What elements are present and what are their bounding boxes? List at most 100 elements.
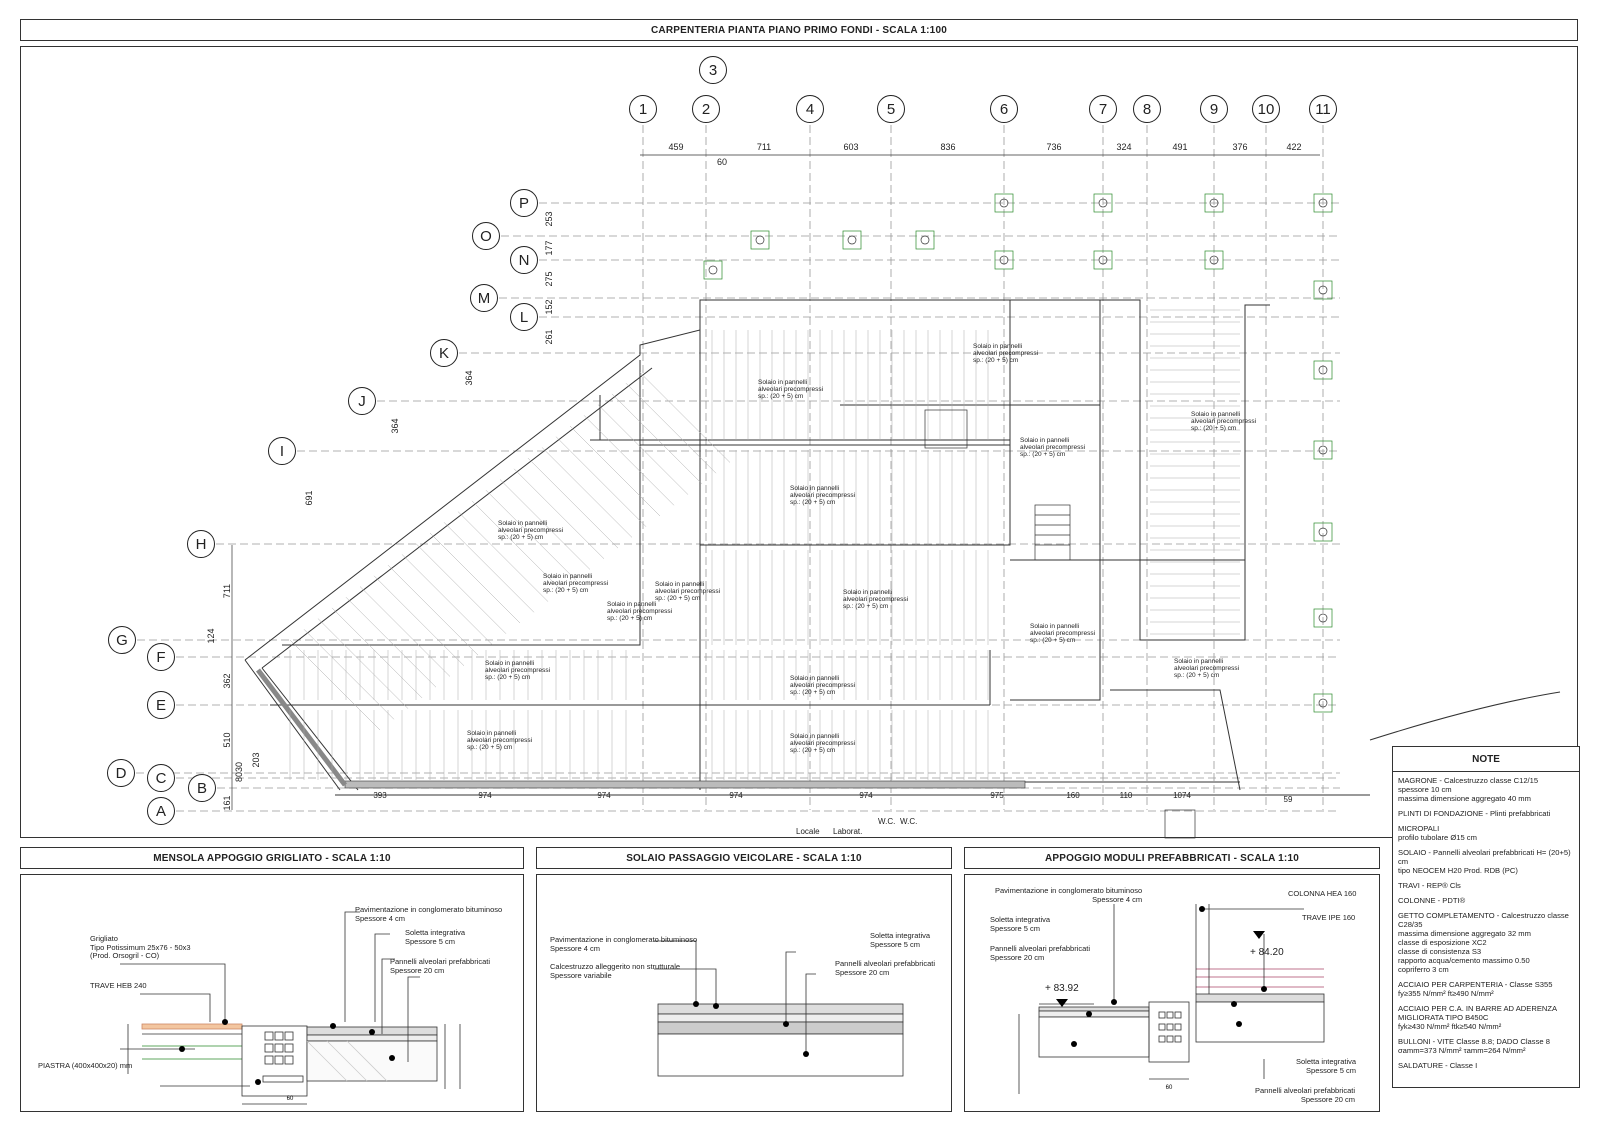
dim-left-5: 364 — [464, 370, 474, 385]
detail-frame-mensola — [20, 874, 524, 1112]
plinth-8 — [1093, 250, 1113, 270]
detail3-pavimentazione-label: Pavimentazione in conglomerato bituminos… — [995, 886, 1143, 904]
grid-row-label-E: E — [147, 691, 175, 719]
plinth-1 — [1093, 193, 1113, 213]
detail1-trave-label: TRAVE HEB 240 — [90, 981, 147, 990]
grid-row-label-B: B — [188, 774, 216, 802]
diagonal-beam-hatch — [256, 668, 347, 787]
plinth-10 — [703, 260, 723, 280]
note-title: NOTE — [1393, 747, 1579, 772]
dim-bottom-4: 974 — [859, 791, 873, 800]
plinth-14 — [1313, 522, 1333, 542]
dim-top-2: 711 — [757, 142, 771, 152]
dim-left-8: 711 — [222, 584, 232, 598]
room-label-locale: Locale — [796, 827, 820, 836]
dim-left-13: 80 — [234, 772, 244, 782]
grid-row-label-K: K — [430, 339, 458, 367]
grid-row-label-H: H — [187, 530, 215, 558]
dim-left-4: 261 — [544, 329, 554, 344]
dim-left-14: 203 — [251, 752, 261, 767]
structure-outline — [244, 299, 1561, 796]
grid-row-label-F: F — [147, 643, 175, 671]
dim-bottom-9: 110 — [1120, 791, 1133, 800]
dim-top-3: 603 — [843, 142, 858, 152]
grid-col-label-5: 5 — [877, 95, 905, 123]
note-item-9: BULLONI - VITE Classe 8.8; DADO Classe 8… — [1398, 1037, 1550, 1055]
room-label-laborat: Laborat. — [833, 827, 863, 836]
dim-left-0: 253 — [544, 211, 554, 226]
grid-row-label-D: D — [107, 759, 135, 787]
grid-row-label-P: P — [510, 189, 538, 217]
dim-left-10: 362 — [222, 673, 232, 688]
grid-col-label-8: 8 — [1133, 95, 1161, 123]
grid-row-label-G: G — [108, 626, 136, 654]
grid-row-label-L: L — [510, 303, 538, 331]
detail2-soletta-label: Soletta integrativa Spessore 5 cm — [870, 931, 931, 949]
dim-left-2: 275 — [544, 271, 554, 286]
detail1-grigliato-label: Grigliato Tipo Potissimum 25x76 - 50x3 (… — [90, 934, 191, 960]
grid-row-label-O: O — [472, 222, 500, 250]
grid-col-label-3: 3 — [699, 56, 727, 84]
note-item-8: ACCIAIO PER C.A. IN BARRE AD ADERENZA MI… — [1398, 1004, 1557, 1031]
dim-left-12: 30 — [234, 762, 244, 772]
detail3-pannelli2-label: Pannelli alveolari prefabbricati Spessor… — [1255, 1086, 1356, 1104]
note-item-5: COLONNE - PDTI® — [1398, 896, 1466, 905]
note-item-1: PLINTI DI FONDAZIONE - Plinti prefabbric… — [1398, 809, 1551, 818]
dim-bottom-7: 1074 — [1173, 791, 1191, 800]
grid-col-label-2: 2 — [692, 95, 720, 123]
detail3-soletta-label: Soletta integrativa Spessore 5 cm — [990, 915, 1051, 933]
detail1-soletta-label: Soletta integrativa Spessore 5 cm — [405, 928, 466, 946]
detail2-pannelli-label: Pannelli alveolari prefabbricati Spessor… — [835, 959, 936, 977]
detail-solaio-drawing — [654, 940, 904, 1077]
plinth-7 — [994, 250, 1014, 270]
grid-col-label-4: 4 — [796, 95, 824, 123]
dim-bottom-6: 160 — [1066, 791, 1080, 800]
note-body: MAGRONE - Calcestruzzo classe C12/15 spe… — [1393, 772, 1579, 1080]
detail2-pavimentazione-label: Pavimentazione in conglomerato bituminos… — [550, 935, 698, 953]
dim-left-15: 161 — [222, 795, 232, 810]
room-label-wc-1: W.C. — [878, 817, 896, 826]
dim-left-9: 124 — [206, 628, 216, 643]
grid-row-label-C: C — [147, 764, 175, 792]
plinth-4 — [842, 230, 862, 250]
detail1-dim-label: 60 — [287, 1096, 294, 1102]
grid-row-label-J: J — [348, 387, 376, 415]
detail-frame-appoggio — [964, 874, 1380, 1112]
detail3-pannelli-label: Pannelli alveolari prefabbricati Spessor… — [990, 944, 1091, 962]
grid-lines — [136, 125, 1340, 812]
dim-bottom-5: 975 — [990, 791, 1004, 800]
dim-left-1: 177 — [544, 240, 554, 255]
bottom-beam-hatch — [344, 780, 1026, 789]
plan-frame — [20, 46, 1578, 838]
detail1-pannelli-label: Pannelli alveolari prefabbricati Spessor… — [390, 957, 491, 975]
plinth-3 — [1313, 193, 1333, 213]
plinth-6 — [750, 230, 770, 250]
detail-frame-solaio — [536, 874, 952, 1112]
note-item-7: ACCIAIO PER CARPENTERIA - Classe S355 fy… — [1398, 980, 1553, 998]
note-item-3: SOLAIO - Pannelli alveolari prefabbricat… — [1398, 848, 1571, 875]
dim-top-8: 376 — [1232, 142, 1247, 152]
grid-col-label-7: 7 — [1089, 95, 1117, 123]
detail-title-mensola: MENSOLA APPOGGIO GRIGLIATO - SCALA 1:10 — [20, 847, 524, 869]
dim-top-0: 459 — [668, 142, 683, 152]
plinth-15 — [1313, 608, 1333, 628]
dim-top-7: 491 — [1172, 142, 1187, 152]
note-panel: NOTE MAGRONE - Calcestruzzo classe C12/1… — [1392, 746, 1580, 1088]
dim-left-3: 152 — [544, 299, 554, 314]
room-label-wc-2: W.C. — [900, 817, 918, 826]
grid-row-label-N: N — [510, 246, 538, 274]
dim-left-7: 691 — [304, 490, 314, 505]
grid-row-label-M: M — [470, 284, 498, 312]
note-item-2: MICROPALI profilo tubolare Ø15 cm — [1398, 824, 1477, 842]
grid-col-label-10: 10 — [1252, 95, 1280, 123]
